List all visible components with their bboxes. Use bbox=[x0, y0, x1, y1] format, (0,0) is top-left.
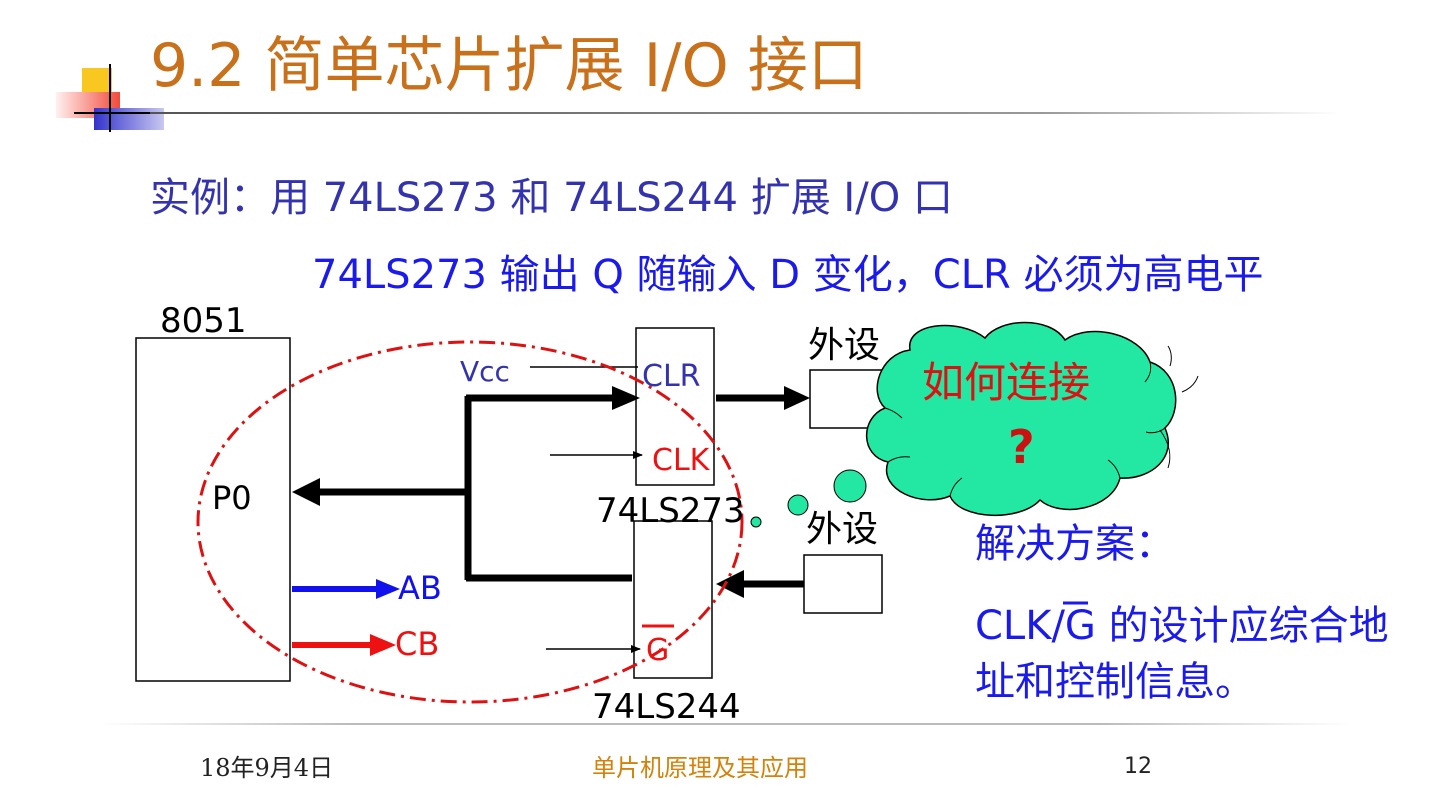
solution-prefix: CLK/ bbox=[975, 603, 1065, 649]
clr-label: CLR bbox=[642, 359, 701, 394]
cb-arrowhead bbox=[370, 634, 396, 656]
bus-arrow-to-273 bbox=[612, 386, 640, 410]
ab-label: AB bbox=[398, 569, 442, 607]
ab-arrowhead bbox=[376, 579, 400, 599]
cb-label: CB bbox=[395, 625, 440, 663]
footer-course: 单片机原理及其应用 bbox=[592, 754, 808, 782]
chip-244-box bbox=[633, 520, 713, 679]
cpu-label: 8051 bbox=[160, 301, 247, 341]
thought-cloud bbox=[750, 321, 1199, 528]
chip-273-label: 74LS273 bbox=[596, 491, 745, 531]
solution-rest: 的设计应综合地址和控制信息。 bbox=[975, 603, 1389, 705]
chip-273-box bbox=[635, 327, 715, 486]
bus-arrow-to-244 bbox=[716, 570, 744, 598]
solution-overbar-letter: G bbox=[1064, 603, 1096, 649]
solution-body: CLK/G 的设计应综合地址和控制信息。 bbox=[975, 598, 1395, 710]
cloud-question-text: 如何连接 bbox=[922, 358, 1091, 407]
peripheral-2-label: 外设 bbox=[806, 509, 879, 550]
highlight-ellipse bbox=[196, 340, 744, 704]
bus-arrow-to-periph1 bbox=[784, 386, 810, 410]
solution-heading: 解决方案： bbox=[975, 521, 1175, 567]
footer-date: 18年9月4日 bbox=[200, 754, 334, 782]
bus-arrow-to-p0 bbox=[292, 478, 320, 506]
cloud-question-mark: ? bbox=[1008, 420, 1035, 474]
slide-subtitle: 实例：用 74LS273 和 74LS244 扩展 I/O 口 bbox=[150, 175, 953, 221]
g-label: G bbox=[646, 633, 670, 668]
annotation-note: 74LS273 输出 Q 随输入 D 变化，CLR 必须为高电平 bbox=[312, 252, 1264, 298]
footer-page-number: 12 bbox=[1124, 754, 1152, 779]
port-label: P0 bbox=[212, 479, 252, 517]
vcc-label: Vcc bbox=[460, 355, 510, 388]
cpu-box bbox=[135, 337, 291, 682]
peripheral-2-box bbox=[803, 554, 883, 614]
title-logo-icon bbox=[56, 64, 168, 132]
chip-244-label: 74LS244 bbox=[592, 687, 741, 727]
peripheral-1-label: 外设 bbox=[808, 325, 881, 366]
footer-line bbox=[100, 723, 1350, 725]
title-underline bbox=[150, 112, 1340, 114]
clk-label: CLK bbox=[652, 443, 710, 478]
slide-title: 9.2 简单芯片扩展 I/O 接口 bbox=[150, 31, 868, 101]
data-bus bbox=[318, 394, 804, 588]
